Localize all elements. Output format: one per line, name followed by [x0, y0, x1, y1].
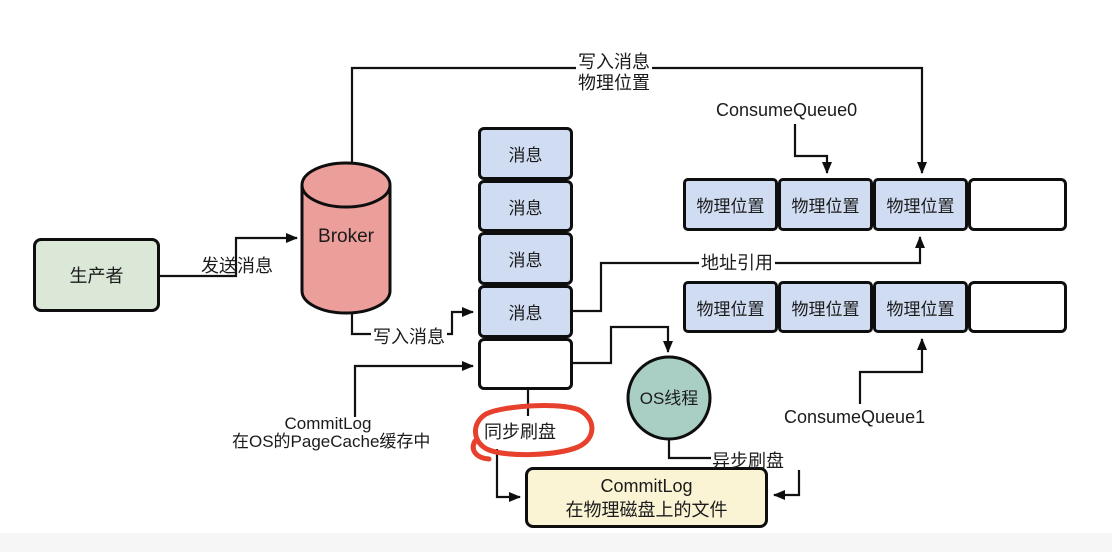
write-position-line1: 写入消息	[578, 52, 650, 72]
physical-position-cell: 物理位置	[683, 281, 778, 333]
producer-label: 生产者	[69, 266, 124, 286]
edge-consumequeue1-pointer	[858, 338, 927, 404]
message-cell-empty	[478, 338, 573, 390]
edge-async-flush-bottom	[773, 470, 801, 500]
physical-position-cell: 物理位置	[778, 281, 873, 333]
message-cell: 消息	[478, 232, 573, 285]
message-cell: 消息	[478, 285, 573, 338]
commitlog-disk-title: CommitLog	[600, 475, 693, 496]
physical-position-cell: 物理位置	[778, 178, 873, 231]
physical-position-label: 物理位置	[791, 299, 860, 319]
message-cell: 消息	[478, 180, 573, 232]
physical-position-cell: 物理位置	[873, 281, 968, 333]
broker-label: Broker	[318, 226, 374, 247]
edge-sync-flush-bottom	[495, 449, 521, 502]
producer-box: 生产者	[33, 238, 160, 312]
physical-position-label: 物理位置	[886, 197, 955, 216]
commitlog-pagecache-label: CommitLog 在OS的PageCache缓存中	[232, 414, 431, 451]
write-message-label: 写入消息	[371, 327, 447, 348]
consumequeue0-title: ConsumeQueue0	[716, 100, 858, 120]
send-message-label: 发送消息	[201, 256, 273, 276]
physical-position-cell-empty	[968, 178, 1067, 231]
physical-position-cell: 物理位置	[873, 178, 968, 231]
message-cell-label: 消息	[508, 146, 543, 165]
edge-pagecache-label	[353, 361, 474, 417]
physical-position-label: 物理位置	[696, 197, 765, 216]
edge-to-os-thread	[573, 325, 673, 365]
write-position-label: 写入消息 物理位置	[576, 52, 652, 94]
consumequeue1-title: ConsumeQueue1	[784, 407, 926, 427]
physical-position-label: 物理位置	[696, 299, 765, 319]
edge-async-flush-top	[667, 439, 711, 460]
physical-position-label: 物理位置	[886, 299, 955, 319]
physical-position-label: 物理位置	[791, 197, 860, 216]
message-cell-label: 消息	[508, 304, 543, 323]
footer-band	[0, 533, 1112, 552]
commitlog-pagecache-line2: 在OS的PageCache缓存中	[232, 432, 431, 451]
message-cell: 消息	[478, 127, 573, 180]
physical-position-cell: 物理位置	[683, 178, 778, 231]
message-cell-label: 消息	[508, 198, 543, 218]
os-thread-label: OS线程	[639, 389, 699, 408]
message-cell-label: 消息	[508, 251, 543, 270]
physical-position-cell-empty	[968, 281, 1067, 333]
write-position-line2: 物理位置	[578, 73, 650, 93]
sync-flush-label: 同步刷盘	[484, 422, 556, 442]
commitlog-disk-box: CommitLog 在物理磁盘上的文件	[525, 467, 768, 528]
address-reference-label: 地址引用	[699, 253, 775, 274]
commitlog-disk-subtitle: 在物理磁盘上的文件	[565, 499, 728, 520]
commitlog-pagecache-line1: CommitLog	[284, 414, 372, 433]
async-flush-label: 异步刷盘	[712, 451, 784, 471]
edge-consumequeue0-pointer	[793, 124, 832, 174]
